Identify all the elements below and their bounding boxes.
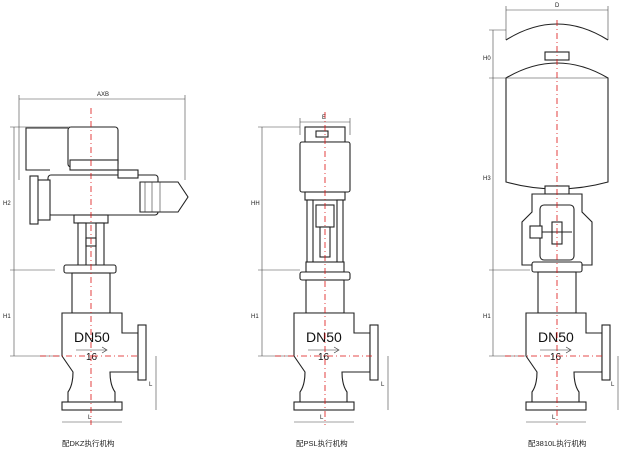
bonnet-flange [63,264,117,274]
valve-dkz: AXB H2 H1 DN50 16 [3,92,189,448]
body-pressure-label: 16 [318,352,330,363]
dim-h1-label: H1 [3,314,11,320]
dim-hh-label: HH [251,201,260,207]
dim-base-label: L [88,415,92,421]
handwheel [29,175,39,225]
bottom-flange [293,401,355,411]
bottom-flange [525,401,587,411]
dim-h1-label: H1 [483,314,491,320]
side-flange [601,324,611,381]
dim-h1-label: H1 [251,314,259,320]
actuator-nose [139,181,189,213]
yoke-leg-left [77,222,87,269]
valve-body [293,312,371,403]
caption: 配DKZ执行机构 [62,438,115,448]
flow-arrow-head [333,346,340,354]
yoke-leg-left [306,199,314,266]
caption: 配PSL执行机构 [296,438,348,448]
positioner [529,225,543,239]
body-pressure-label: 16 [86,352,98,363]
dim-flange-label: L [381,382,385,388]
flow-arrow-head [565,346,572,354]
body-size-label: DN50 [538,329,574,345]
actuator-nameplate [117,169,139,179]
side-flange [137,324,147,381]
bottom-flange [61,401,123,411]
valve-body [525,312,603,403]
dim-width-label: AXB [97,92,109,98]
caption: 配3810L执行机构 [528,438,587,448]
yoke-leg-right [336,199,344,266]
valve-3810l: D H0 H3 H1 DN50 16 L L [483,3,619,448]
dim-width-label: E [322,115,326,121]
valve-psl: E HH H1 DN50 16 L L 配PSL执行机构 [251,112,389,448]
flow-arrow-head [101,346,108,354]
valve-body [61,312,139,403]
dim-flange-label: L [149,382,153,388]
body-pressure-label: 16 [550,352,562,363]
body-size-label: DN50 [74,329,110,345]
dim-flange-label: L [611,382,615,388]
dim-h2-label: H2 [3,201,11,207]
body-size-label: DN50 [306,329,342,345]
cap-knob [315,130,329,138]
cable-conduit [25,127,68,171]
actuator-band [69,159,119,171]
dim-base-label: L [320,415,324,421]
dim-base-label: L [552,415,556,421]
side-flange [369,324,379,381]
dim-h3-label: H3 [483,176,491,182]
dim-h0-label: H0 [483,56,491,62]
yoke-leg-right [95,222,105,269]
dim-width-label: D [555,3,560,9]
